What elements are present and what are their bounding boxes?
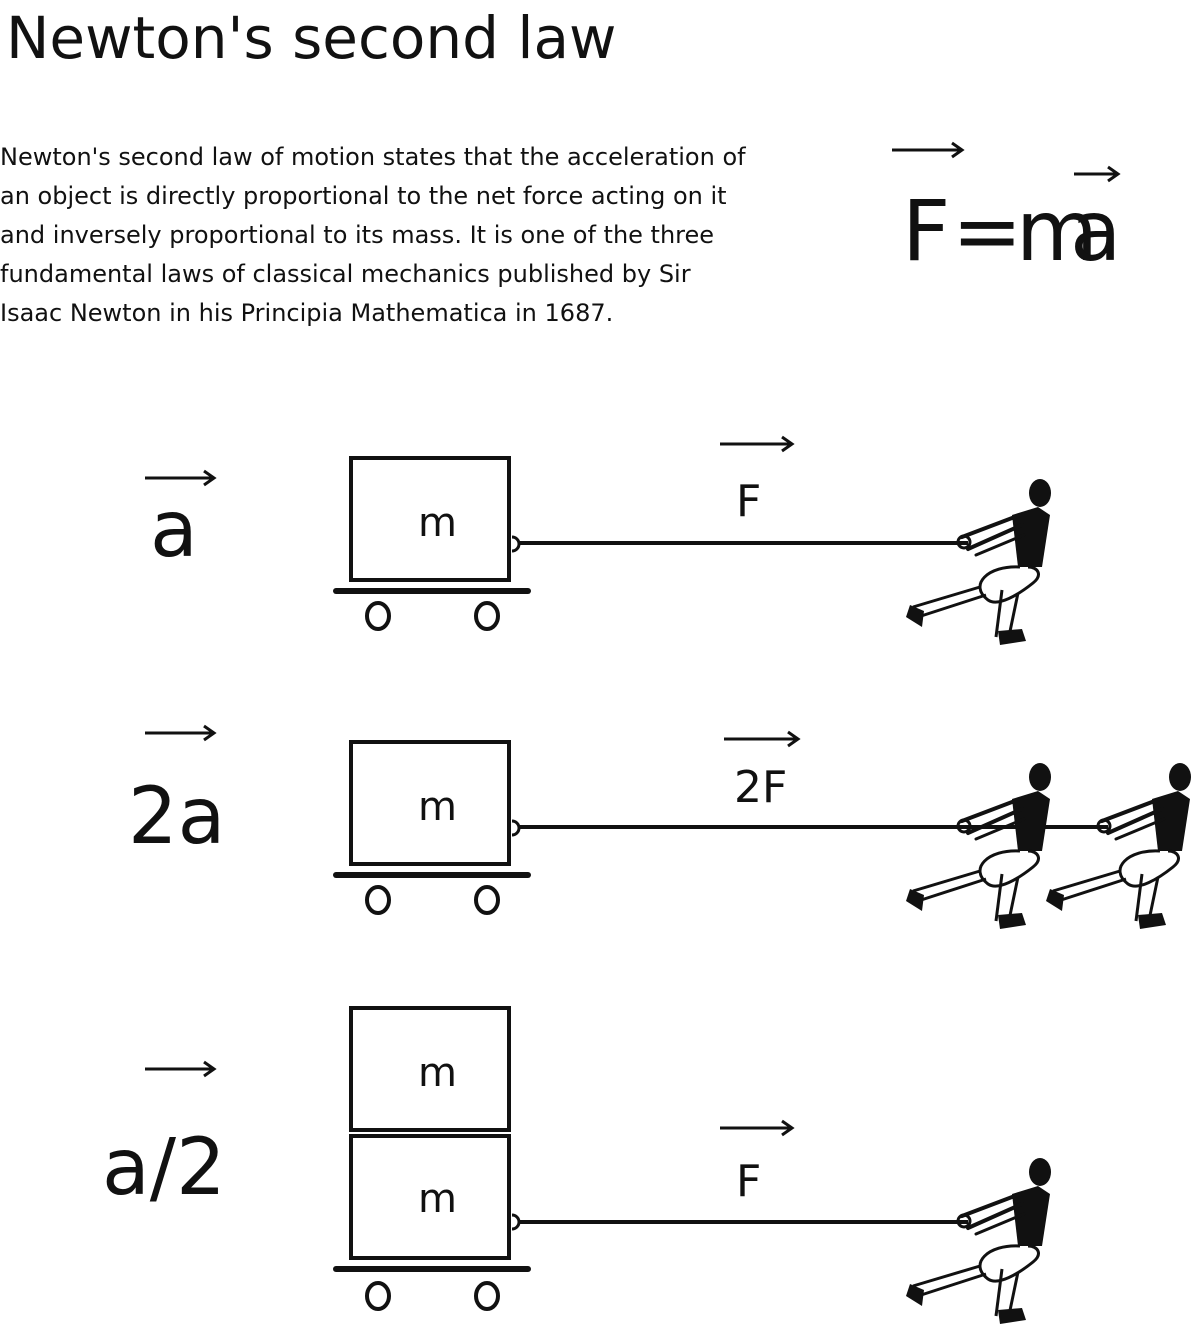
cart-platform: [333, 1266, 531, 1272]
mass-label: m: [418, 1176, 457, 1222]
cart-wheel: [474, 885, 500, 915]
acceleration-label: a/2: [102, 1123, 226, 1213]
rope-hook: [511, 535, 521, 553]
mass-box: [349, 740, 511, 866]
mass-label: m: [418, 1050, 457, 1096]
person-pulling: [904, 1156, 1053, 1326]
intro-text: Newton's second law of motion states tha…: [0, 143, 746, 327]
person-pulling: [904, 477, 1053, 647]
cart-platform: [333, 588, 531, 594]
mass-box: [349, 456, 511, 582]
formula-acceleration: a: [1070, 182, 1121, 280]
cart-wheel: [474, 1281, 500, 1311]
rope-hook: [511, 1213, 521, 1231]
scenario-3: a/2 m m F: [102, 1006, 1053, 1326]
cart-wheel: [365, 601, 391, 631]
cart-wheel: [365, 885, 391, 915]
cart-wheel: [365, 1281, 391, 1311]
force-label: F: [736, 476, 761, 527]
person-pulling: [904, 761, 1053, 931]
rope-hook: [511, 819, 521, 837]
page-title: Newton's second law: [6, 4, 617, 72]
formula-equals: =: [952, 182, 1022, 280]
force-label: 2F: [734, 762, 787, 813]
acceleration-label: a: [150, 485, 198, 575]
acceleration-label: 2a: [128, 772, 225, 862]
force-label: F: [736, 1156, 761, 1207]
formula-force: F: [902, 182, 950, 280]
person-pulling: [1044, 761, 1193, 931]
mass-label: m: [418, 500, 457, 546]
cart-platform: [333, 872, 531, 878]
formula: F = m a: [892, 141, 1121, 280]
mass-box: [349, 1006, 511, 1132]
formula-mass: m: [1016, 182, 1098, 280]
scenario-1: a m F: [145, 435, 1053, 647]
scenario-2: 2a m 2F: [128, 724, 1193, 931]
mass-label: m: [418, 784, 457, 830]
mass-box: [349, 1134, 511, 1260]
cart-wheel: [474, 601, 500, 631]
